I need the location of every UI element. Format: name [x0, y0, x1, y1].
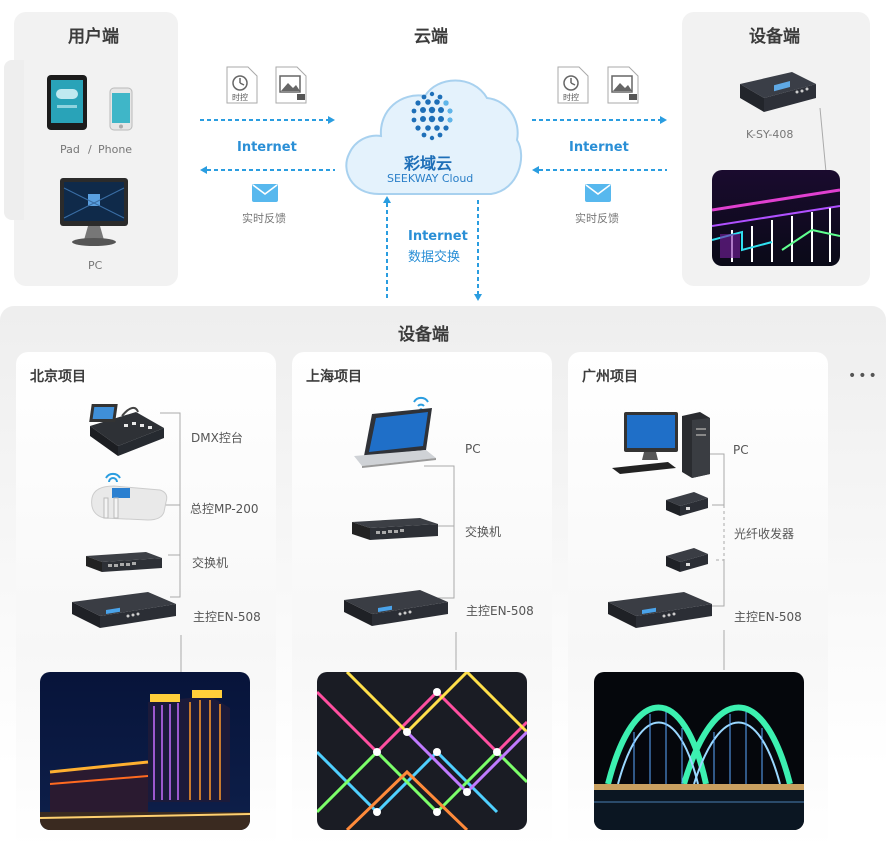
- gz-en508-icon: [608, 592, 712, 628]
- project-title-guangzhou: 广州项目: [582, 369, 638, 385]
- feedback-label-right: 实时反馈: [575, 212, 619, 225]
- sh-switch-icon: [352, 518, 438, 540]
- timer-label-left: 时控: [232, 93, 248, 102]
- device-side-title: 设备端: [749, 27, 800, 47]
- feedback-label-left: 实时反馈: [242, 212, 286, 225]
- pc-label-top: PC: [88, 259, 103, 272]
- feedback-arrow-right: [532, 166, 667, 174]
- bj-building-photo: [40, 672, 250, 830]
- sh-en508-icon: [344, 590, 448, 626]
- project-title-shanghai: 上海项目: [306, 369, 362, 385]
- tablet-icon: [47, 75, 87, 130]
- sh-lattice-photo: [317, 672, 527, 830]
- bj-item-0: DMX控台: [191, 431, 243, 445]
- mail-icon-left: [252, 184, 278, 202]
- monitor-icon: [60, 178, 128, 246]
- fiber-transceiver-icon-1: [666, 492, 708, 516]
- device-model-label: K-SY-408: [746, 128, 794, 141]
- sh-item-1: 交换机: [465, 525, 502, 539]
- clock-doc-icon-right: [557, 66, 589, 104]
- cloud-down-arrow: [474, 200, 482, 301]
- device-connector-line: [819, 107, 827, 173]
- phone-label: Phone: [98, 143, 133, 156]
- feedback-arrow-left: [200, 166, 335, 174]
- user-side-shadow: [4, 60, 24, 220]
- bj-item-1: 总控MP-200: [190, 502, 259, 516]
- bj-connector-line: [158, 412, 182, 673]
- desktop-pc-icon: [612, 412, 710, 478]
- lit-building-photo-top: [712, 170, 840, 266]
- gz-item-0: PC: [733, 443, 749, 457]
- dmx-console-icon: [89, 404, 164, 456]
- timer-label-right: 时控: [563, 93, 579, 102]
- more-indicator: •••: [848, 368, 879, 384]
- bottom-device-title: 设备端: [398, 325, 449, 345]
- cloud-up-arrow: [383, 196, 391, 298]
- bj-switch-icon: [86, 552, 162, 572]
- bj-en508-icon: [72, 592, 176, 628]
- project-title-beijing: 北京项目: [30, 369, 86, 385]
- controller-device-icon: [740, 72, 816, 112]
- bj-item-3: 主控EN-508: [193, 610, 261, 624]
- user-side-title: 用户端: [68, 27, 119, 47]
- laptop-icon: [354, 396, 436, 468]
- cloud-logo-icon: [411, 91, 453, 141]
- pad-phone-separator: /: [88, 143, 92, 156]
- upload-arrow-left: [200, 116, 335, 124]
- internet-right: Internet: [569, 140, 629, 155]
- gz-item-2: 主控EN-508: [734, 610, 802, 624]
- sh-item-2: 主控EN-508: [466, 604, 534, 618]
- gz-bridge-photo: [594, 672, 804, 830]
- image-doc-icon-right: [607, 66, 639, 104]
- sh-item-0: PC: [465, 442, 481, 456]
- pad-label: Pad: [60, 143, 80, 156]
- clock-doc-icon: [226, 66, 258, 104]
- sh-connector-line: [424, 465, 457, 670]
- image-doc-icon: [275, 66, 307, 104]
- upload-arrow-right: [532, 116, 667, 124]
- internet-left: Internet: [237, 140, 297, 155]
- bj-item-2: 交换机: [192, 556, 229, 570]
- fiber-transceiver-icon-2: [666, 548, 708, 572]
- mp200-controller-icon: [91, 472, 168, 521]
- data-exchange-label: 数据交换: [408, 250, 461, 265]
- cloud-name: 彩域云: [404, 154, 453, 173]
- gz-connector-line: [708, 453, 725, 670]
- phone-icon: [109, 87, 133, 131]
- mail-icon-right: [585, 184, 611, 202]
- gz-item-1: 光纤收发器: [734, 527, 795, 541]
- cloud-side-title: 云端: [414, 27, 448, 47]
- internet-center: Internet: [408, 229, 468, 244]
- cloud-subtitle: SEEKWAY Cloud: [387, 172, 474, 185]
